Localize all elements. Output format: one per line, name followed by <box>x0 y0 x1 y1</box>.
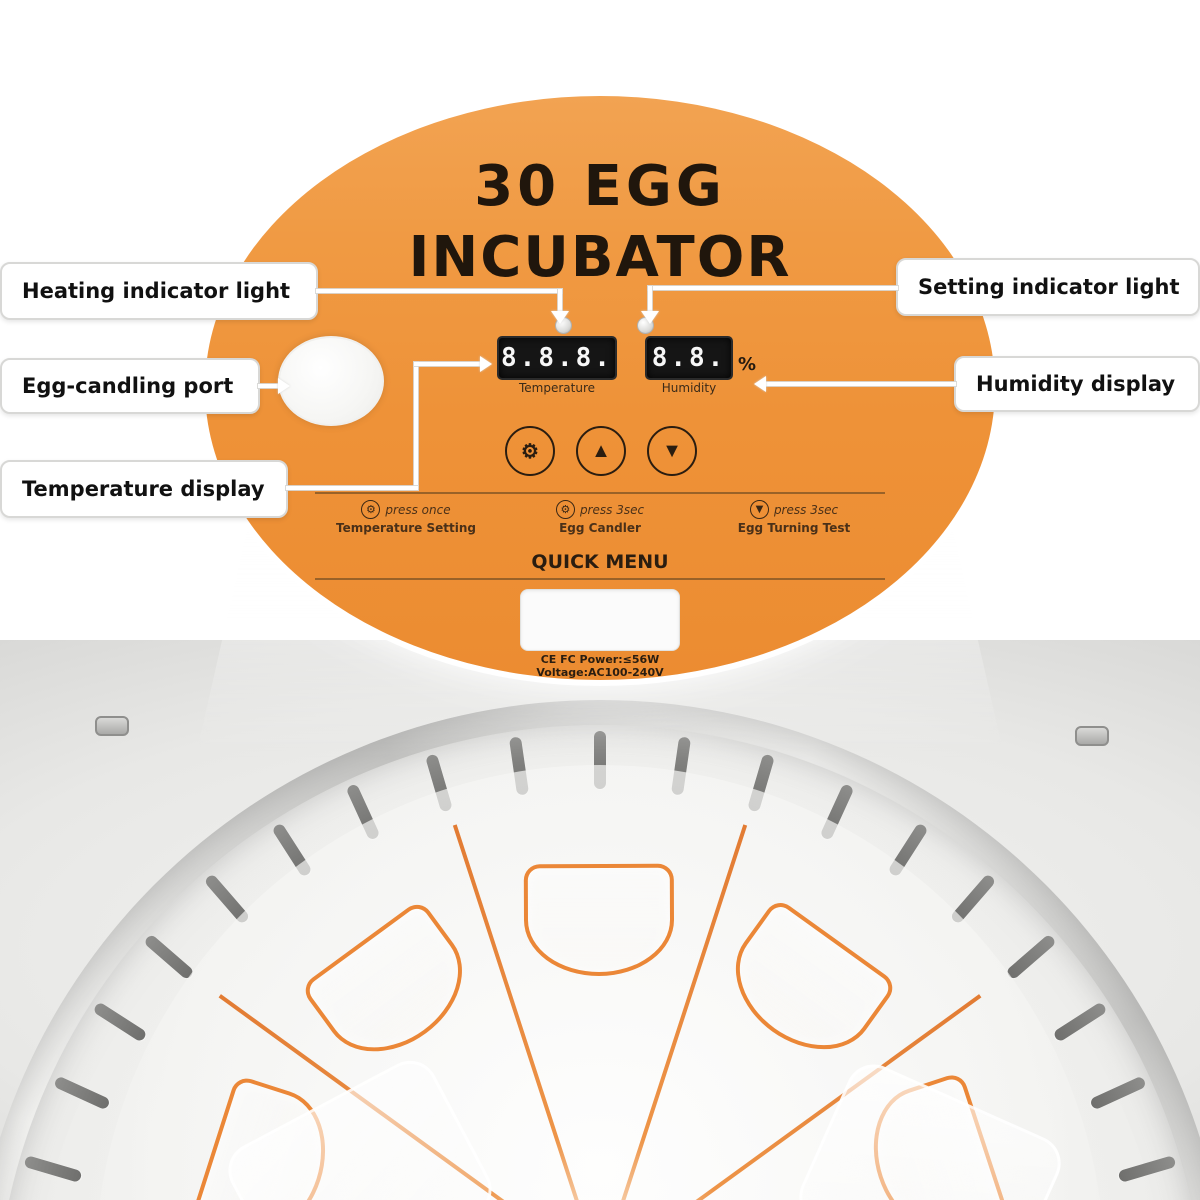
temperature-value: 8.8.8. <box>501 343 613 373</box>
panel-title-line1: 30 EGG <box>474 154 726 219</box>
callout-humidity-display: Humidity display <box>954 356 1200 412</box>
arrow-humidity <box>754 376 766 392</box>
leader-line-temperature-v <box>414 362 418 488</box>
certification-line2: Voltage:AC100-240V <box>536 666 664 679</box>
egg-cradle <box>710 896 899 1076</box>
quick-menu-item-temperature-setting: ⚙ press once Temperature Setting <box>313 500 499 535</box>
chevron-up-icon: ▲ <box>591 439 611 462</box>
leader-line-heating <box>316 289 562 293</box>
up-button[interactable]: ▲ <box>576 426 626 476</box>
leader-line-temperature-h <box>286 486 418 490</box>
water-fill-slot <box>520 589 680 651</box>
down-button[interactable]: ▼ <box>647 426 697 476</box>
quick-menu-title: QUICK MENU <box>531 551 669 573</box>
temperature-display: 8.8.8. <box>497 336 617 380</box>
leader-line-heating-v <box>558 289 562 313</box>
control-panel-zoomed: 30 EGG INCUBATOR 8.8.8. Temperature 8.8.… <box>205 96 995 680</box>
callout-egg-candling-port: Egg-candling port <box>0 358 260 414</box>
arrow-heating <box>551 311 569 324</box>
quick-menu-name: Egg Turning Test <box>737 521 851 535</box>
egg-cradle <box>299 898 487 1078</box>
divider-bottom <box>315 578 885 580</box>
quick-menu-row: ⚙ press once Temperature Setting ⚙ press… <box>313 500 887 535</box>
certification-line1: CE FC Power:≤56W <box>540 653 660 666</box>
gear-bulb-icon: ⚙ <box>555 500 575 519</box>
setting-button[interactable]: ⚙ <box>505 426 555 476</box>
leader-line-humidity <box>766 382 956 386</box>
chevron-down-icon: ▼ <box>662 439 682 462</box>
lid-hinge-right <box>1075 726 1109 746</box>
humidity-display: 8.8. <box>645 336 733 380</box>
callout-label: Setting indicator light <box>918 275 1180 299</box>
quick-menu-item-egg-candler: ⚙ press 3sec Egg Candler <box>507 500 693 535</box>
callout-label: Egg-candling port <box>22 374 234 398</box>
clear-egg-holder <box>790 1055 1070 1200</box>
callout-label: Heating indicator light <box>22 279 291 303</box>
quick-menu-press: press 3sec <box>579 502 645 517</box>
humidity-value: 8.8. <box>651 343 727 373</box>
gear-bulb-icon: ⚙ <box>521 440 539 463</box>
divider-top <box>315 492 885 494</box>
callout-setting-indicator-light: Setting indicator light <box>896 258 1200 316</box>
quick-menu-press: press once <box>385 502 451 517</box>
quick-menu-name: Temperature Setting <box>336 521 476 535</box>
leader-line-candling <box>258 384 280 388</box>
panel-title-line2: INCUBATOR <box>408 225 792 290</box>
leader-line-setting-v <box>648 286 652 313</box>
arrow-candling <box>278 378 290 394</box>
gear-bulb-icon: ⚙ <box>361 500 381 519</box>
arrow-temperature <box>480 356 492 372</box>
chevron-down-icon: ▼ <box>749 500 769 519</box>
callout-label: Temperature display <box>22 477 265 501</box>
egg-candling-port[interactable] <box>278 336 384 426</box>
callout-heating-indicator-light: Heating indicator light <box>0 262 318 320</box>
leader-line-setting <box>648 286 898 290</box>
leader-line-temperature-top <box>414 362 482 366</box>
humidity-unit: % <box>738 354 757 375</box>
arrow-setting <box>641 311 659 324</box>
humidity-label: Humidity <box>661 381 717 395</box>
egg-cradle <box>523 863 674 977</box>
temperature-label: Temperature <box>518 381 595 395</box>
callout-label: Humidity display <box>976 372 1176 396</box>
lid-hinge-left <box>95 716 129 736</box>
quick-menu-name: Egg Candler <box>559 521 641 535</box>
quick-menu-press: press 3sec <box>773 502 839 517</box>
quick-menu-item-egg-turning-test: ▼ press 3sec Egg Turning Test <box>701 500 887 535</box>
callout-temperature-display: Temperature display <box>0 460 288 518</box>
product-photo: 30 EGG INCUBATOR 8.8.8. Temperature 8.8.… <box>0 640 1200 1200</box>
